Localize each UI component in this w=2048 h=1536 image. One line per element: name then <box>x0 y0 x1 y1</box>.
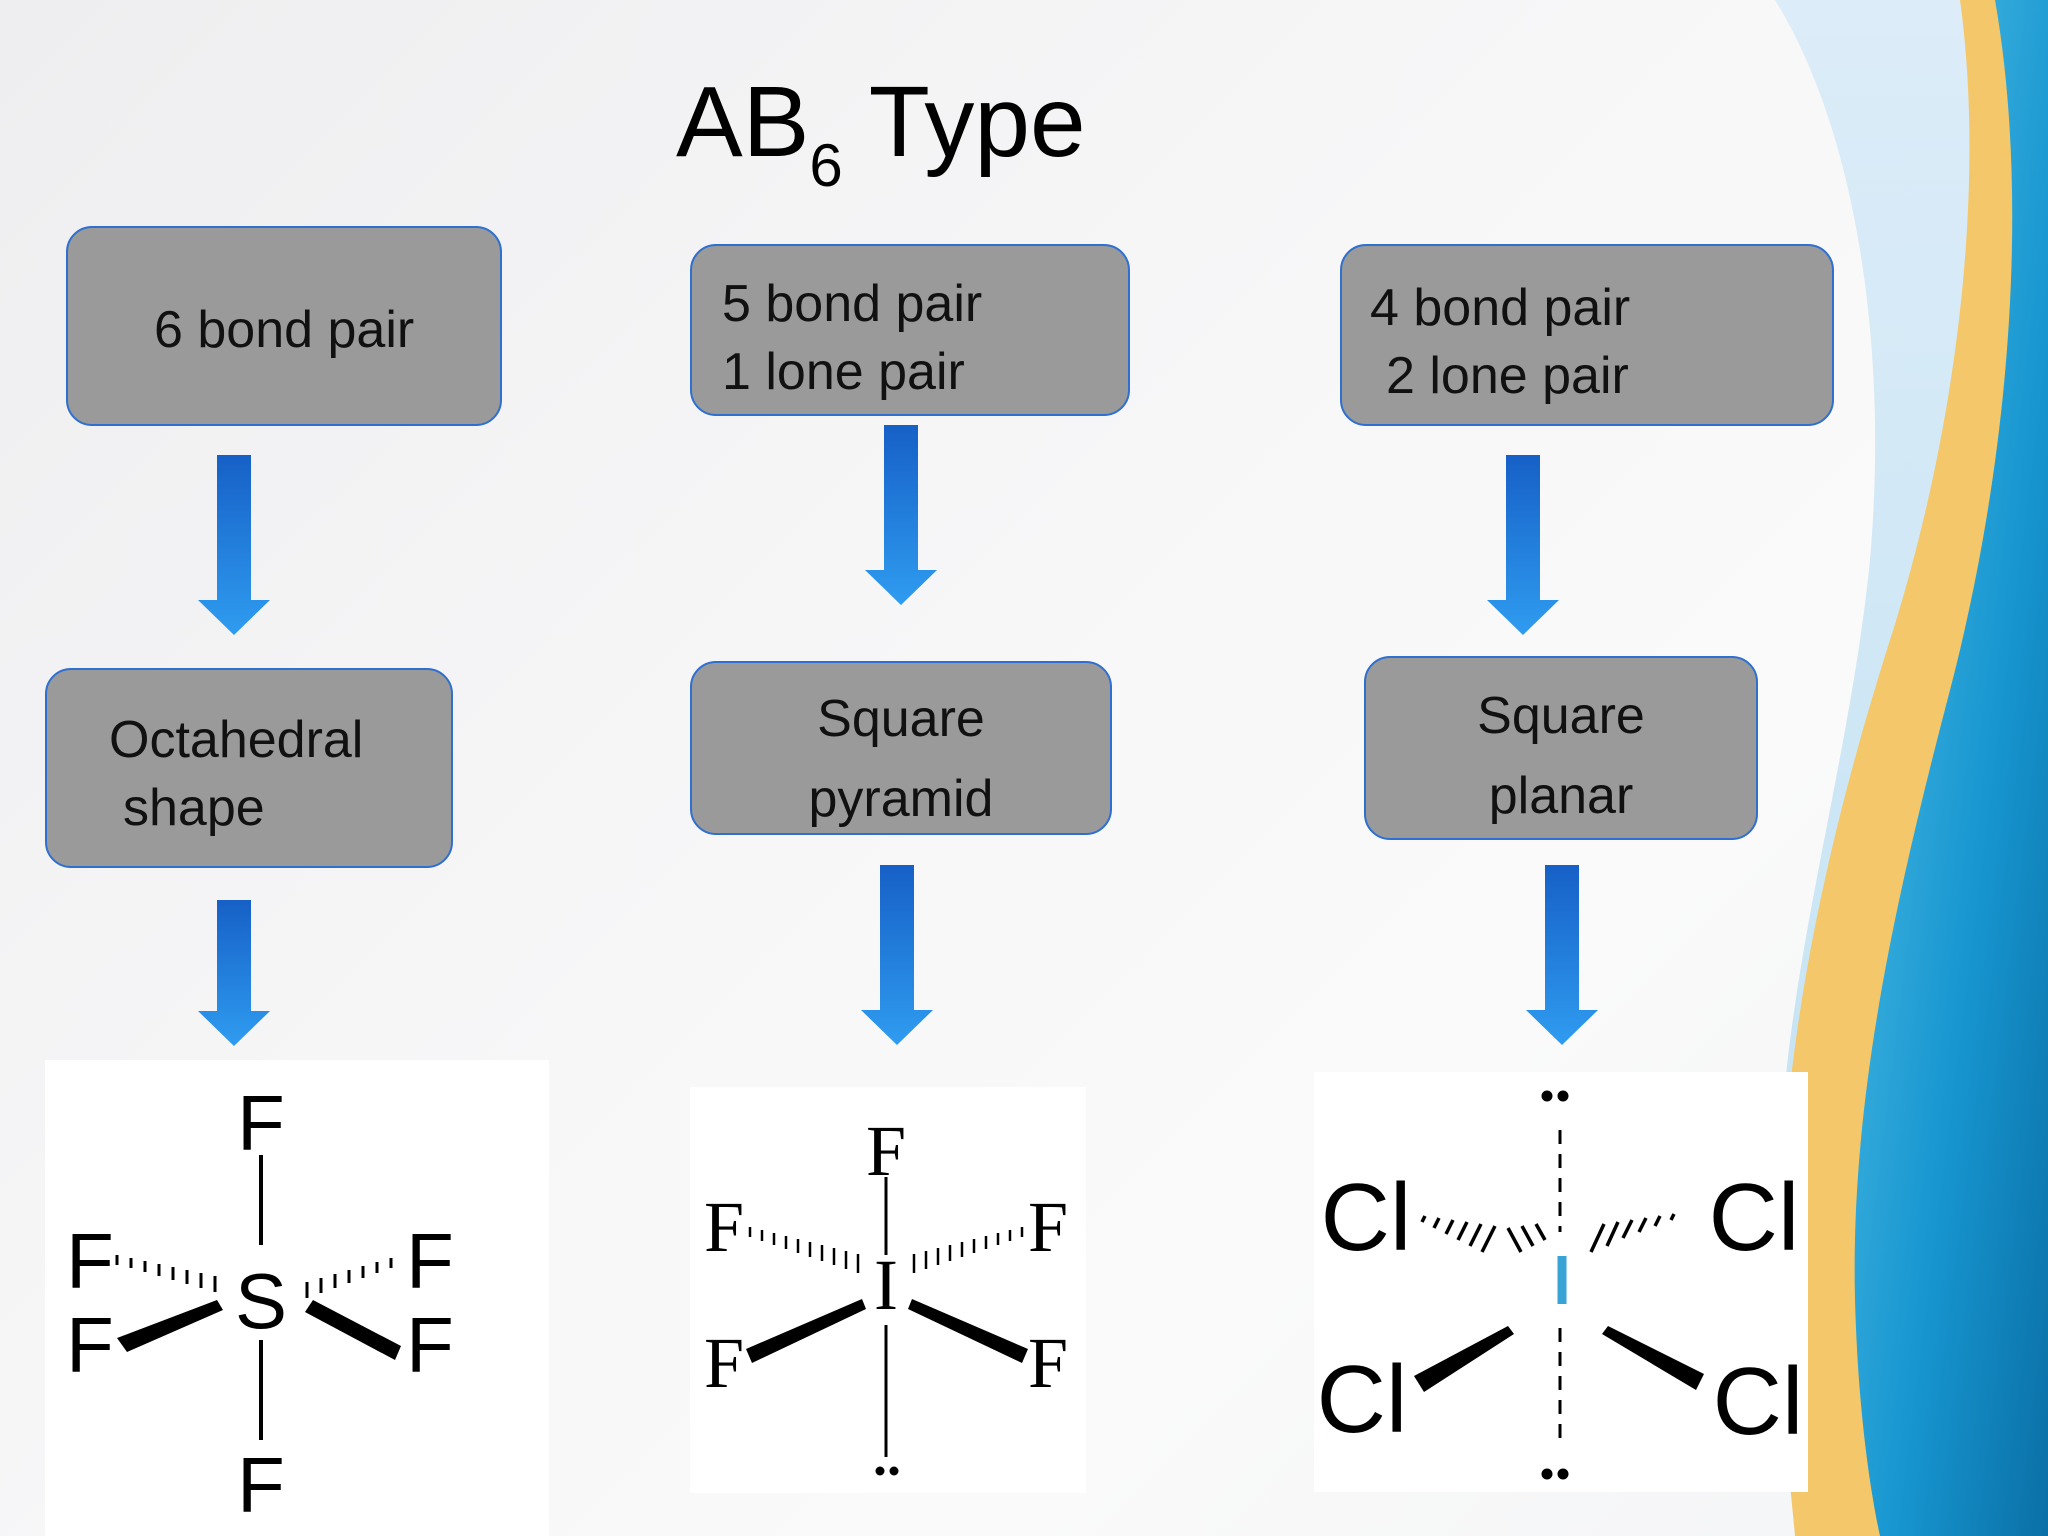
shape-line: planar <box>1488 767 1634 825</box>
atom-ligand: Cl <box>1317 1346 1408 1453</box>
bond-pair-box-1: 6 bond pair <box>66 226 502 426</box>
shape-box-3: Square planar <box>1364 656 1758 840</box>
atom-central: S <box>235 1257 287 1345</box>
down-arrow-icon <box>198 455 270 635</box>
molecule-square-planar: Cl Cl Cl Cl <box>1314 1072 1808 1492</box>
bond-pair-box-2: 5 bond pair 1 lone pair <box>690 244 1130 416</box>
atom-ligand: Cl <box>1709 1164 1800 1271</box>
atom-ligand: F <box>704 1323 744 1403</box>
slide-title: AB6 Type <box>676 66 1086 199</box>
shape-box-1: Octahedral shape <box>45 668 453 868</box>
atom-ligand: F <box>237 1079 285 1167</box>
shape-line: Octahedral <box>109 711 364 769</box>
atom-ligand: F <box>406 1301 454 1389</box>
title-subscript: 6 <box>809 132 843 199</box>
molecule-if5: F F F I F F <box>690 1087 1086 1493</box>
down-arrow-icon <box>865 425 937 605</box>
shape-line: pyramid <box>808 770 994 828</box>
lone-pair-line: 2 lone pair <box>1386 347 1629 405</box>
atom-ligand: F <box>66 1301 114 1389</box>
down-arrow-icon <box>861 865 933 1045</box>
bond-pair-line: 6 bond pair <box>154 301 415 359</box>
atom-ligand: F <box>1028 1323 1068 1403</box>
shape-line: shape <box>123 779 265 837</box>
shape-line: Square <box>817 690 985 748</box>
atom-ligand: F <box>1028 1187 1068 1267</box>
atom-ligand: F <box>66 1217 114 1305</box>
down-arrow-icon <box>1526 865 1598 1045</box>
atom-ligand: F <box>237 1441 285 1529</box>
bond-pair-box-3: 4 bond pair 2 lone pair <box>1340 244 1834 426</box>
down-arrow-icon <box>198 900 270 1046</box>
down-arrow-icon <box>1487 455 1559 635</box>
shape-line: Square <box>1477 687 1645 745</box>
bond-pair-line: 5 bond pair <box>722 275 983 333</box>
bond-pair-line: 4 bond pair <box>1370 279 1631 337</box>
atom-ligand: Cl <box>1713 1348 1804 1455</box>
atom-ligand: F <box>866 1111 906 1191</box>
atom-ligand: F <box>704 1187 744 1267</box>
atom-ligand: F <box>406 1217 454 1305</box>
shape-box-2: Square pyramid <box>690 661 1112 835</box>
atom-ligand: Cl <box>1321 1164 1412 1271</box>
atom-central: I <box>874 1245 898 1325</box>
lone-pair-line: 1 lone pair <box>722 343 965 401</box>
molecule-sf6: F F F S F F F <box>45 1060 549 1536</box>
